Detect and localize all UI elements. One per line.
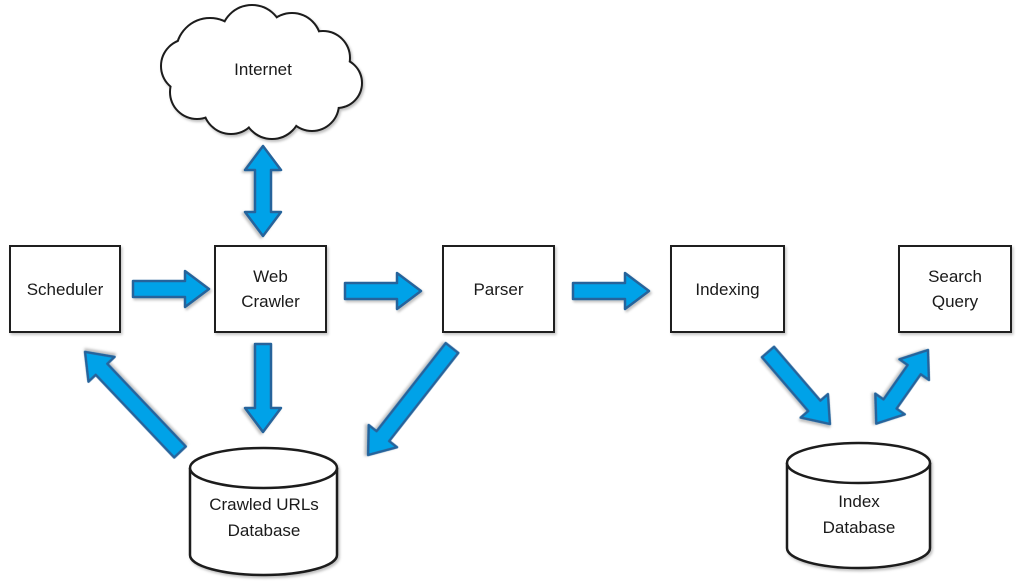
node-search-query: Search Query: [898, 245, 1012, 333]
node-parser: Parser: [442, 245, 555, 333]
arrow-web-crawler-to-crawled-urls-db: [243, 342, 283, 434]
crawled-urls-database-shape: [188, 446, 339, 577]
arrow-parser-to-crawled-urls-db: [366, 341, 460, 457]
scheduler-label: Scheduler: [26, 279, 104, 299]
arrow-parser-to-indexing: [571, 271, 651, 311]
arrow-indexing-to-index-db: [760, 345, 832, 426]
index-database-shape: [785, 441, 932, 570]
web-crawler-label-line1: Web: [253, 267, 288, 286]
arrow-web-crawler-to-parser: [343, 271, 423, 311]
node-web-crawler: Web Crawler: [214, 245, 327, 333]
internet-cloud-shape: [160, 4, 363, 140]
parser-label: Parser: [473, 279, 524, 299]
indexing-label: Indexing: [695, 279, 760, 299]
arrow-crawled-urls-db-to-scheduler: [83, 350, 188, 459]
node-indexing: Indexing: [670, 245, 785, 333]
arrow-scheduler-to-web-crawler: [131, 269, 211, 309]
search-query-label-line2: Query: [931, 292, 979, 311]
search-query-label-line1: Search: [928, 267, 982, 286]
arrow-search-query-index-db: [874, 348, 931, 425]
web-crawler-label-line2: Crawler: [241, 292, 300, 311]
arrow-internet-web-crawler: [243, 144, 283, 238]
node-scheduler: Scheduler: [9, 245, 121, 333]
